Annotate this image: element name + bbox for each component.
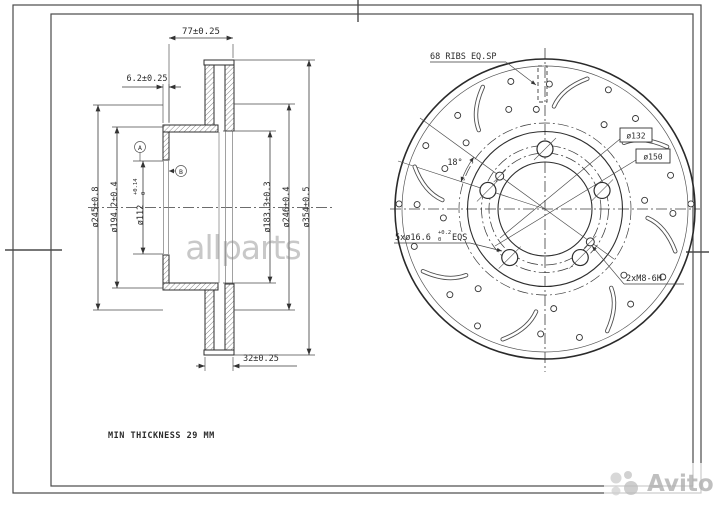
center-bore-circle xyxy=(497,161,593,257)
datum-b: B xyxy=(169,165,187,177)
ray-144 xyxy=(419,117,546,210)
dia-194-label: ø194.2±0.4 xyxy=(110,181,120,232)
hat-wall-bottom xyxy=(162,282,219,291)
inner-plate-bottom xyxy=(204,289,215,351)
section-view: 77±0.25 6.2±0.25 32±0.25 ø245±0.8 ø194.2… xyxy=(88,27,332,371)
ribs-note: 68 RIBS EQ.SP xyxy=(430,52,537,86)
outer-diameter-circle xyxy=(394,58,696,360)
leader-132 xyxy=(499,138,621,239)
holes-tol-bot: 0 xyxy=(438,237,441,243)
dia-112-tol-top: +0.14 xyxy=(133,178,139,195)
inner-border xyxy=(50,13,694,487)
inner-plate-top xyxy=(204,64,215,126)
rib-hidden-outline xyxy=(537,65,548,103)
slots xyxy=(412,76,678,342)
dia-183-label: ø183.3±0.3 xyxy=(263,181,273,232)
extension-lines xyxy=(93,44,315,371)
outer-border xyxy=(12,4,702,494)
ray-162 xyxy=(397,160,546,210)
holes-suffix: EQS xyxy=(452,233,467,243)
dia-246-label: ø246±0.4 xyxy=(282,187,292,228)
outer-plate-top xyxy=(224,64,235,132)
dim-wall-6-2: 6.2±0.25 xyxy=(127,74,168,84)
dia-245-label: ø245±0.8 xyxy=(91,187,101,228)
drill-holes xyxy=(395,78,695,341)
datum-a: A xyxy=(134,141,146,161)
angle-18-label: 18° xyxy=(447,158,462,168)
front-view: 68 RIBS EQ.SP ø132 ø150 18° 5xø16.6 +0.2… xyxy=(390,48,700,372)
label-132: ø132 xyxy=(619,127,653,143)
angle-arc xyxy=(460,156,475,183)
min-thickness-note: MIN THICKNESS 29 MM xyxy=(108,431,215,441)
thread-callout: 2xM8-6H xyxy=(591,245,684,285)
drawing-frame xyxy=(5,0,709,494)
dia-354-label: ø354±0.5 xyxy=(302,187,312,228)
thread-callout-text: 2xM8-6H xyxy=(626,274,662,284)
hat-wall-top xyxy=(162,124,219,133)
ray-324 xyxy=(544,208,615,260)
label-132-text: ø132 xyxy=(626,132,645,141)
outer-plate-bottom xyxy=(224,283,235,351)
label-150-text: ø150 xyxy=(643,153,662,162)
bolt-circle-132 xyxy=(488,152,602,266)
dim-thickness-32: 32±0.25 xyxy=(243,354,279,364)
bolt-holes xyxy=(476,137,614,269)
rim-cap-top xyxy=(203,59,235,66)
holes-tol-top: +0.2 xyxy=(438,230,451,236)
leader-150 xyxy=(494,159,637,247)
datum-b-letter: B xyxy=(179,168,183,176)
dia-112-tol-bot: 0 xyxy=(141,192,147,195)
mount-face-top xyxy=(162,131,170,161)
dim-width-77: 77±0.25 xyxy=(182,27,220,37)
mount-face-bottom xyxy=(162,254,170,284)
dia-112-label: ø112 +0.14 0 xyxy=(133,178,147,225)
ribs-note-text: 68 RIBS EQ.SP xyxy=(430,52,497,62)
rim-cap-bottom xyxy=(203,349,235,356)
holes-callout: 5xø16.6 +0.2 0 EQS xyxy=(394,230,503,252)
bolt-circle-150 xyxy=(481,145,609,273)
label-150: ø150 xyxy=(635,148,671,164)
holes-callout-text: 5xø16.6 xyxy=(395,233,431,243)
dimension-lines xyxy=(95,35,312,369)
hidden-edge-circle xyxy=(458,122,632,296)
m8-holes xyxy=(493,169,597,249)
svg-text:ø112: ø112 xyxy=(136,205,146,225)
hat-circle xyxy=(466,130,624,288)
datum-a-letter: A xyxy=(138,144,142,152)
